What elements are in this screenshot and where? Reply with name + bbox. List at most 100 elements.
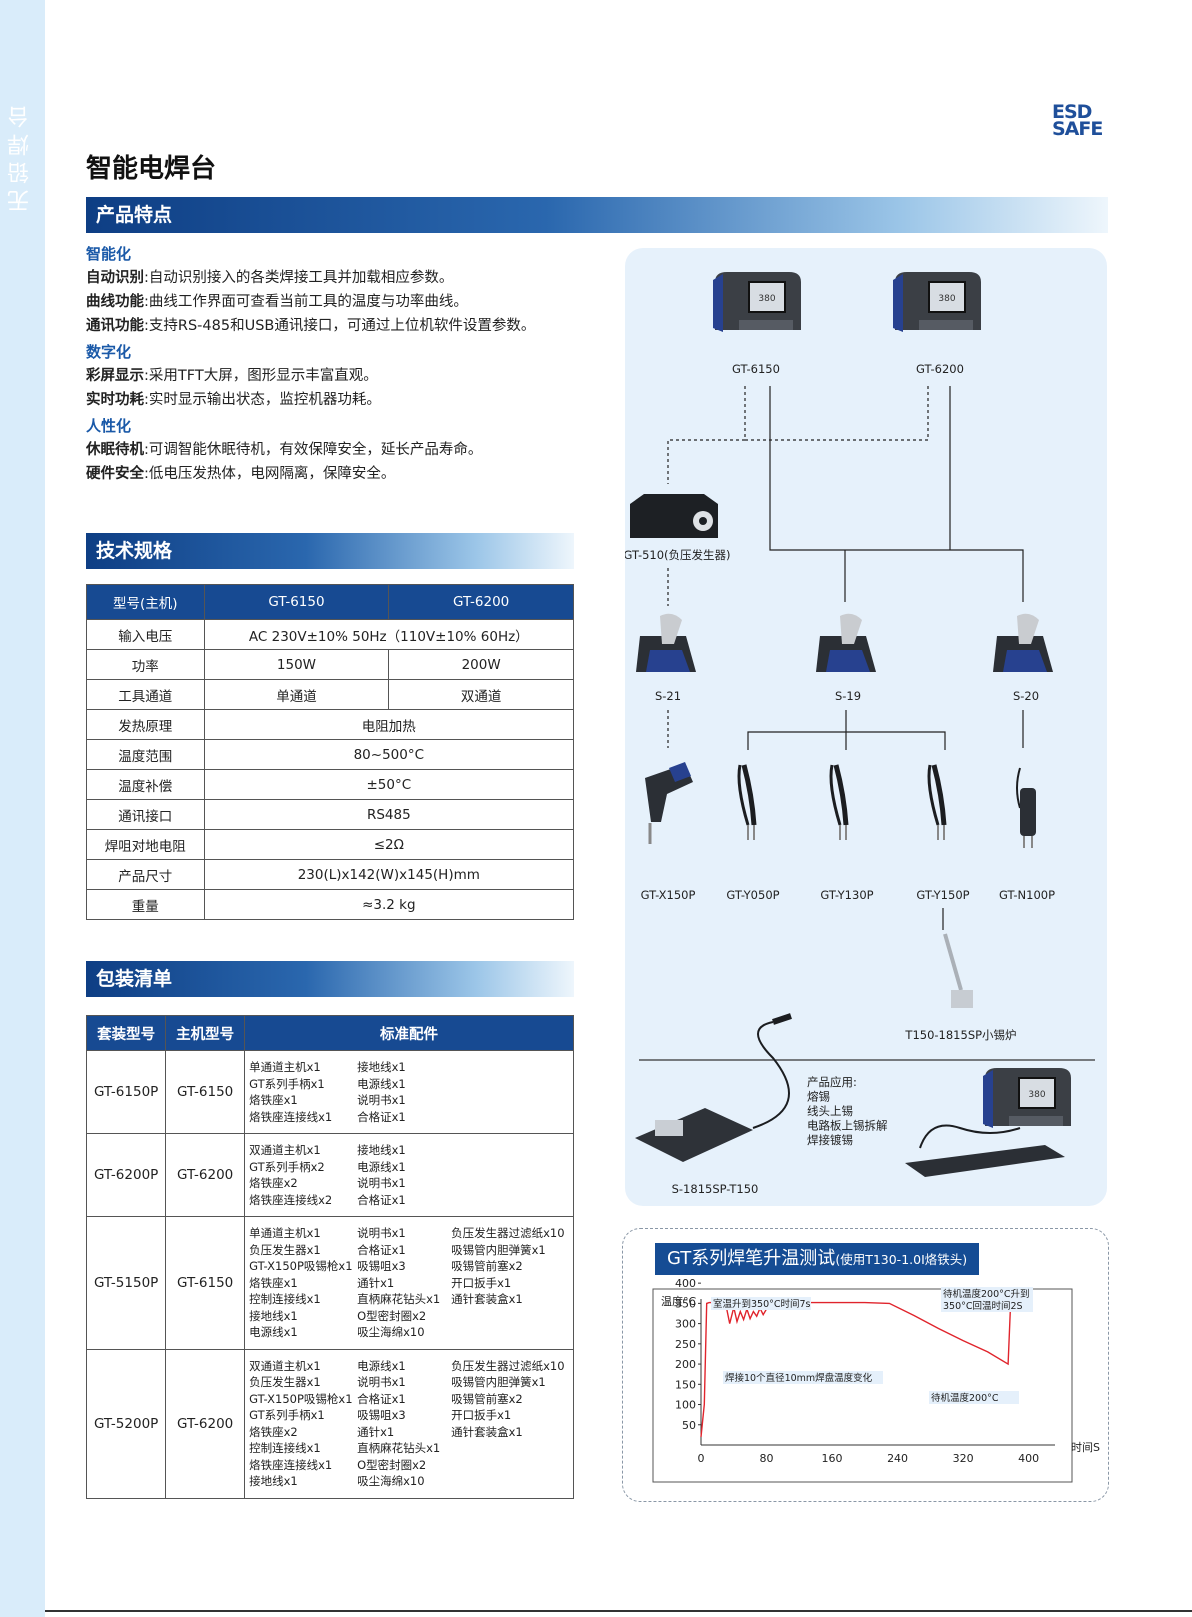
feature-text: 支持RS-485和USB通讯接口，可通过上位机软件设置参数。 <box>148 318 536 334</box>
application-item: 电路板上锡拆解 <box>807 1119 888 1133</box>
accessory-item: 烙铁座x2 <box>249 1424 298 1439</box>
packing-header-cell: 标准配件 <box>244 1015 574 1051</box>
accessory-item <box>451 1092 571 1109</box>
station-screen <box>1018 1077 1056 1109</box>
specs-label: 重量 <box>86 889 205 920</box>
accessory-item: 吸锡管前塞x2 <box>451 1259 523 1273</box>
x-tick-label: 320 <box>953 1452 974 1465</box>
host-model: GT-6200 <box>165 1133 246 1217</box>
accessory-item: 说明书x1 <box>357 1226 406 1240</box>
pot-head <box>951 990 973 1008</box>
specs-label: 焊咀对地电阻 <box>86 829 205 860</box>
accessory-item: 电源线x1 <box>249 1325 298 1339</box>
holder-sponge <box>660 613 682 644</box>
accessory-item: GT系列手柄x1 <box>249 1076 325 1091</box>
tool-label: GT-Y050P <box>726 888 779 902</box>
feature-text: 采用TFT大屏，图形显示丰富直观。 <box>148 368 378 384</box>
accessory-item: 控制连接线x1 <box>249 1441 321 1455</box>
holder-sponge <box>840 613 862 644</box>
accessory-item: 通针套装盒x1 <box>451 1292 523 1306</box>
accessory-item <box>451 1159 571 1176</box>
chart-annotation: 待机温度200°C升到 <box>943 1288 1030 1300</box>
specs-row: 工具通道单通道双通道 <box>86 679 574 710</box>
feature-group-title: 数字化 <box>86 343 132 361</box>
tool-gt-y150p <box>927 764 947 840</box>
station-side <box>983 1070 993 1128</box>
stand-base <box>905 1145 1065 1177</box>
specs-label: 产品尺寸 <box>86 859 205 890</box>
accessory-item: 接地线x1 <box>249 1308 298 1323</box>
accessory-item: 控制连接线x1 <box>249 1292 321 1306</box>
pot-cable <box>752 1021 790 1129</box>
station-gt-6150: 380 <box>713 272 801 332</box>
chart-title: GT系列焊笔升温测试(使用T130-1.0I烙铁头) <box>655 1243 980 1275</box>
specs-value: ±50°C <box>203 769 575 800</box>
station-screen-value: 380 <box>1028 1090 1045 1100</box>
accessory-item: 通针x1 <box>357 1275 395 1290</box>
holder-base <box>1003 650 1047 672</box>
logo-line1: ESD <box>1052 101 1092 123</box>
x-tick-label: 0 <box>698 1452 705 1465</box>
specs-value-6150: 150W <box>203 649 390 680</box>
pot-base <box>635 1108 753 1162</box>
feature-key: 通讯功能 <box>86 318 144 334</box>
host-model: GT-6150 <box>165 1216 246 1350</box>
specs-label: 工具通道 <box>86 679 205 710</box>
accessory-item: 开口扳手x1 <box>451 1408 512 1422</box>
x-axis-label: 时间S <box>1071 1441 1100 1454</box>
accessory-item: 吸锡管内胆弹簧x1 <box>451 1375 546 1389</box>
chart-annotation: 室温升到350°C时间7s <box>713 1298 811 1310</box>
y-tick-label: 350 <box>675 1297 696 1310</box>
temperature-series-line <box>700 1301 1029 1437</box>
specs-value: ≈3.2 kg <box>203 889 575 920</box>
specs-label: 输入电压 <box>86 619 205 650</box>
packing-header-row: 套装型号主机型号标准配件 <box>85 1015 574 1051</box>
accessory-item: 接地线x1 <box>357 1143 406 1157</box>
specs-header-cell: GT-6150 <box>203 584 390 620</box>
holder-base <box>826 650 870 672</box>
accessory-item: GT系列手柄x2 <box>249 1159 325 1174</box>
feature-item: 休眠待机:可调智能休眠待机，有效保障安全，延长产品寿命。 <box>86 438 606 462</box>
kit-model: GT-6150P <box>85 1050 167 1134</box>
annotation-bg <box>711 1297 811 1310</box>
pen-cable <box>737 764 750 826</box>
accessory-item: GT-X150P吸锡枪x1 <box>249 1391 353 1406</box>
pen-grip <box>833 764 849 826</box>
accessory-item: 说明书x1 <box>357 1176 406 1190</box>
station-base <box>739 320 793 330</box>
application-item: 线头上锡 <box>807 1104 853 1118</box>
applications-list: 产品应用:熔锡线头上锡电路板上锡拆解焊接镀锡 <box>807 1075 888 1147</box>
station-side <box>713 274 723 332</box>
accessory-item: 说明书x1 <box>357 1093 406 1107</box>
tool-label: GT-Y130P <box>820 888 873 902</box>
holder-s-20 <box>993 613 1053 672</box>
connector-line <box>745 386 929 441</box>
feature-text: 曲线工作界面可查看当前工具的温度与功率曲线。 <box>148 294 468 310</box>
feature-key: 彩屏显示 <box>86 368 144 384</box>
feature-group-title: 智能化 <box>86 245 132 263</box>
side-label: 无铅焊台 <box>8 100 33 212</box>
accessory-item: 电源线x1 <box>357 1358 406 1373</box>
kit-model: GT-5200P <box>85 1348 167 1499</box>
holder-label: S-19 <box>835 689 861 703</box>
station-base <box>1009 1116 1063 1126</box>
accessory-item: 烙铁座连接线x2 <box>249 1192 333 1207</box>
specs-row: 重量≈3.2 kg <box>86 889 575 920</box>
accessory-item: 电源线x1 <box>357 1159 406 1174</box>
page-title: 智能电焊台 <box>86 154 217 184</box>
feature-colon: : <box>144 392 149 408</box>
specs-row: 焊咀对地电阻≤2Ω <box>86 829 575 860</box>
pen-cable <box>927 764 940 826</box>
pen-cable <box>829 764 842 826</box>
accessory-item: 电源线x1 <box>357 1076 406 1091</box>
packing-header: 包装清单 <box>86 961 574 997</box>
pot-station-label: S-1815SP-T150 <box>672 1182 759 1196</box>
feature-text: 可调智能休眠待机，有效保障安全，延长产品寿命。 <box>148 442 483 458</box>
station-screen-value: 380 <box>938 294 955 304</box>
